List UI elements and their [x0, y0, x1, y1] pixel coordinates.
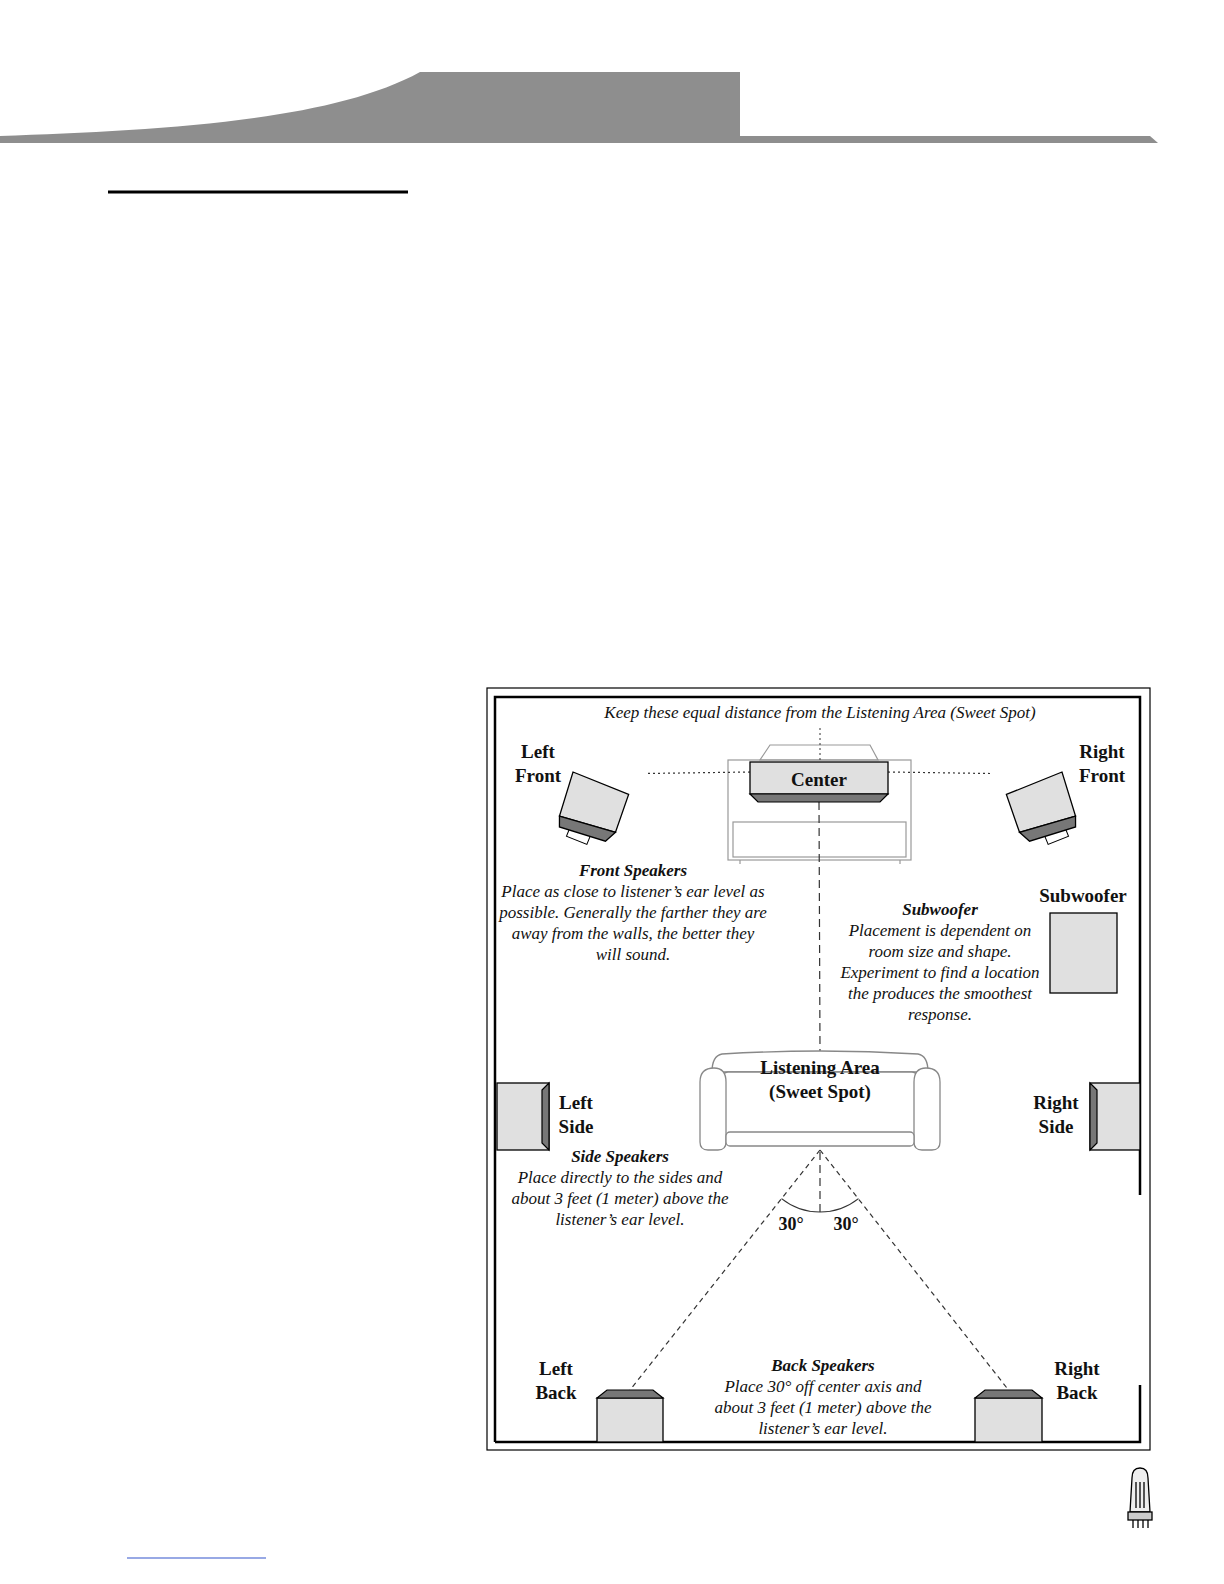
tube-icon: [1128, 1468, 1152, 1528]
speaker-shape: [975, 1390, 1042, 1442]
speaker-box: Subwoofer: [1050, 913, 1117, 993]
speaker-box: Right Side: [1090, 1083, 1140, 1150]
link-underline: [127, 1557, 266, 1558]
angle-label: 30°: [774, 1214, 808, 1235]
speaker-label: Right Front: [1071, 740, 1133, 788]
speaker-box: Left Side: [497, 1083, 549, 1150]
speaker-label: Left Front: [507, 740, 569, 788]
speaker-shape: [565, 770, 645, 840]
guide-line: [645, 772, 750, 774]
apex-line: [820, 728, 821, 760]
listening-area: Listening Area (Sweet Spot): [700, 1052, 940, 1150]
guide-line: [819, 802, 820, 1052]
angle-label: 30°: [829, 1214, 863, 1235]
speaker-box: Left Front: [565, 770, 645, 840]
speaker-label: Subwoofer: [1031, 884, 1135, 908]
speaker-label: Center: [750, 768, 888, 792]
note-body: Place 30° off center axis and about 3 fe…: [704, 1376, 942, 1439]
axis-line: [819, 1152, 820, 1212]
note-heading: Front Speakers: [501, 860, 766, 881]
speaker-label: Right Back: [1048, 1357, 1106, 1405]
note-heading: Subwoofer: [838, 899, 1043, 920]
room-frame: [487, 688, 1150, 1450]
speaker-box: Left Back: [597, 1390, 663, 1442]
header-rule: [0, 136, 1158, 143]
door-gap: [1147, 1195, 1148, 1385]
speaker-label: Listening Area (Sweet Spot): [733, 1056, 908, 1104]
speaker-box: Right Front: [990, 770, 1070, 840]
speaker-box: Right Back: [975, 1390, 1042, 1442]
heading-underline: [108, 191, 408, 194]
speaker-shape: [1090, 1083, 1140, 1150]
speaker-label: Left Side: [550, 1091, 602, 1139]
speaker-shape: [597, 1390, 663, 1442]
angle-arc: [782, 1199, 859, 1212]
note-body: Placement is dependent on room size and …: [838, 920, 1043, 1025]
speaker-box: Center: [750, 762, 888, 802]
speaker-shape: [990, 770, 1070, 840]
header-band: [0, 72, 740, 137]
note-heading: Side Speakers: [500, 1146, 740, 1167]
speaker-shape: [1050, 913, 1117, 993]
room-walls: [495, 697, 1140, 1442]
speaker-label: Left Back: [530, 1357, 582, 1405]
note-heading: Back Speakers: [706, 1355, 941, 1376]
instruction-note: Keep these equal distance from the Liste…: [520, 702, 1120, 723]
note-body: Place as close to listener’s ear level a…: [499, 881, 767, 965]
speaker-label: Right Side: [1028, 1091, 1084, 1139]
note-body: Place directly to the sides and about 3 …: [500, 1167, 740, 1230]
guide-line: [888, 772, 990, 774]
speaker-shape: [497, 1083, 549, 1150]
guide-line: [820, 1150, 1009, 1390]
